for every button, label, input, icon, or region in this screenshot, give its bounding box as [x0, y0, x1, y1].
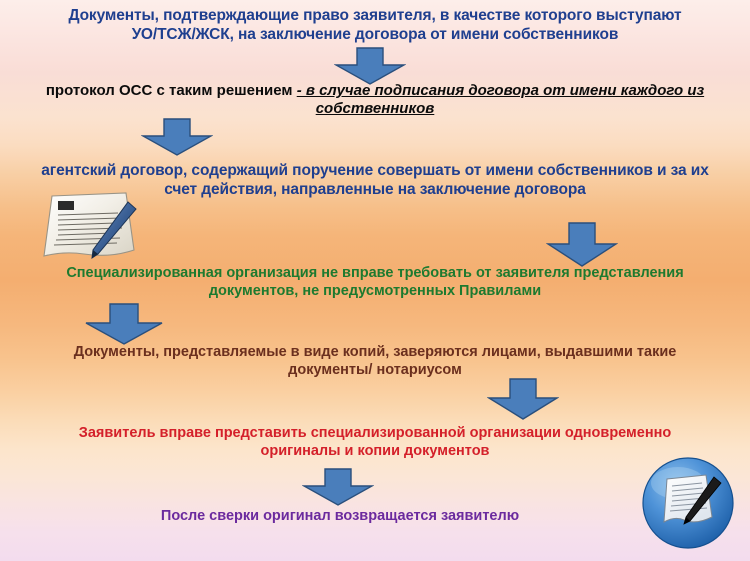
- text-block-agency-contract: агентский договор, содержащий поручение …: [8, 162, 742, 200]
- block6-line2: оригиналы и копии документов: [260, 442, 490, 459]
- block3-line2: счет действия, направленные на заключени…: [164, 180, 586, 198]
- block2-emphasis-line2: собственников: [315, 100, 435, 118]
- document-pen-illustration: [22, 188, 148, 270]
- down-arrow-icon-2: [141, 118, 213, 156]
- block4-line2: документов, не предусмотренных Правилами: [208, 282, 542, 299]
- block7-line1: После сверки оригинал возвращается заяви…: [160, 508, 520, 524]
- block2-plain: протокол ОСС с таким решением: [45, 82, 297, 99]
- block5-line1: Документы, представляемые в виде копий, …: [73, 344, 677, 360]
- text-block-copies-certified: Документы, представляемые в виде копий, …: [12, 344, 738, 379]
- block5-line2: документы/ нотариусом: [288, 361, 462, 378]
- block2-emphasis-line1: - в случае подписания договора от имени …: [296, 82, 705, 99]
- down-arrow-icon-3: [546, 222, 618, 267]
- down-arrow-icon-1: [334, 47, 406, 85]
- down-arrow-icon-5: [487, 378, 559, 420]
- down-arrow-icon-4: [84, 303, 164, 345]
- text-block-applicant-may-submit: Заявитель вправе представить специализир…: [14, 425, 736, 460]
- block1-line1: Документы, подтверждающие право заявител…: [68, 7, 682, 24]
- down-arrow-icon-6: [302, 468, 374, 506]
- document-pen-badge-icon: [640, 455, 736, 551]
- block6-line1: Заявитель вправе представить специализир…: [78, 425, 672, 441]
- text-block-documents-confirming-right: Документы, подтверждающие право заявител…: [20, 7, 730, 45]
- block4-line1: Специализированная организация не вправе…: [66, 265, 684, 281]
- text-block-protocol-oss: протокол ОСС с таким решением - в случае…: [4, 82, 746, 119]
- text-block-original-returned: После сверки оригинал возвращается заяви…: [60, 508, 620, 526]
- text-block-specialized-org-no-right: Специализированная организация не вправе…: [10, 265, 740, 300]
- block3-line1: агентский договор, содержащий поручение …: [41, 162, 709, 179]
- block1-line2: УО/ТСЖ/ЖСК, на заключение договора от им…: [131, 25, 619, 43]
